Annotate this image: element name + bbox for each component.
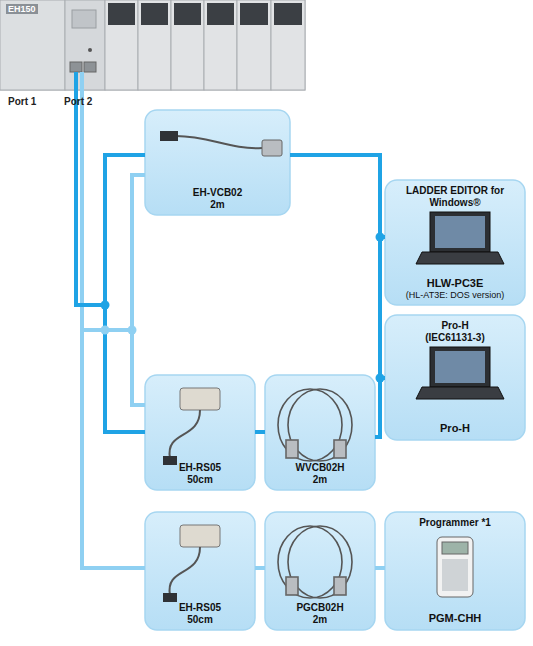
cable-connector <box>375 237 385 437</box>
cable-connector <box>375 378 385 437</box>
device-box: EH-RS05 50cm <box>145 375 255 490</box>
device-detail: (HL-AT3E: DOS version) <box>406 290 504 300</box>
port-label: Port 2 <box>62 96 94 107</box>
device-box: LADDER EDITOR for Windows® HLW-PC3E(HL-AT… <box>385 180 525 305</box>
device-box: Programmer *1 PGM-CHH <box>385 512 525 630</box>
device-box: PGCB02H 2m <box>265 512 375 630</box>
device-box: WVCB02H 2m <box>265 375 375 490</box>
laptop-icon <box>416 212 504 264</box>
device-detail: Pro-H <box>440 422 470 435</box>
device-name: Programmer *1 <box>419 517 491 529</box>
cable-coil-icon <box>278 526 352 598</box>
device-box: Pro-H (IEC61131-3) Pro-H <box>385 315 525 440</box>
junction-dot <box>101 301 137 335</box>
port-label: Port 1 <box>6 96 38 107</box>
cable-connector <box>290 155 385 237</box>
box-background <box>145 375 255 490</box>
box-background <box>385 315 525 440</box>
box-background <box>265 512 375 630</box>
box-background <box>145 110 290 215</box>
device-name: EH-RS05 50cm <box>169 462 231 485</box>
cable-icon <box>160 131 282 156</box>
device-detail: HLW-PC3E <box>427 277 484 290</box>
box-background <box>385 180 525 305</box>
device-name: EH-VCB02 2m <box>187 187 249 210</box>
cable-connector <box>255 430 265 434</box>
device-name: PGCB02H 2m <box>289 602 351 625</box>
device-box: EH-VCB02 2m <box>145 110 290 215</box>
port-wires <box>76 72 145 568</box>
adapter-icon <box>163 525 220 602</box>
laptop-icon <box>416 347 504 399</box>
programmer-icon <box>437 537 473 597</box>
box-background <box>265 375 375 490</box>
box-background <box>145 512 255 630</box>
device-name: LADDER EDITOR for Windows® <box>403 185 508 208</box>
cable-connector <box>255 566 265 570</box>
device-name: WVCB02H 2m <box>289 462 351 485</box>
box-background <box>385 512 525 630</box>
cable-connector <box>375 566 385 570</box>
cable-coil-icon <box>278 389 352 461</box>
adapter-icon <box>163 388 220 465</box>
box-backgrounds <box>145 110 525 630</box>
cable-connector <box>290 155 385 378</box>
brand-label: EH150 <box>6 4 38 14</box>
device-name: EH-RS05 50cm <box>169 602 231 625</box>
device-detail: PGM-CHH <box>429 612 482 625</box>
device-box: EH-RS05 50cm <box>145 512 255 630</box>
device-name: Pro-H (IEC61131-3) <box>415 320 495 343</box>
plc-rack <box>0 0 305 90</box>
